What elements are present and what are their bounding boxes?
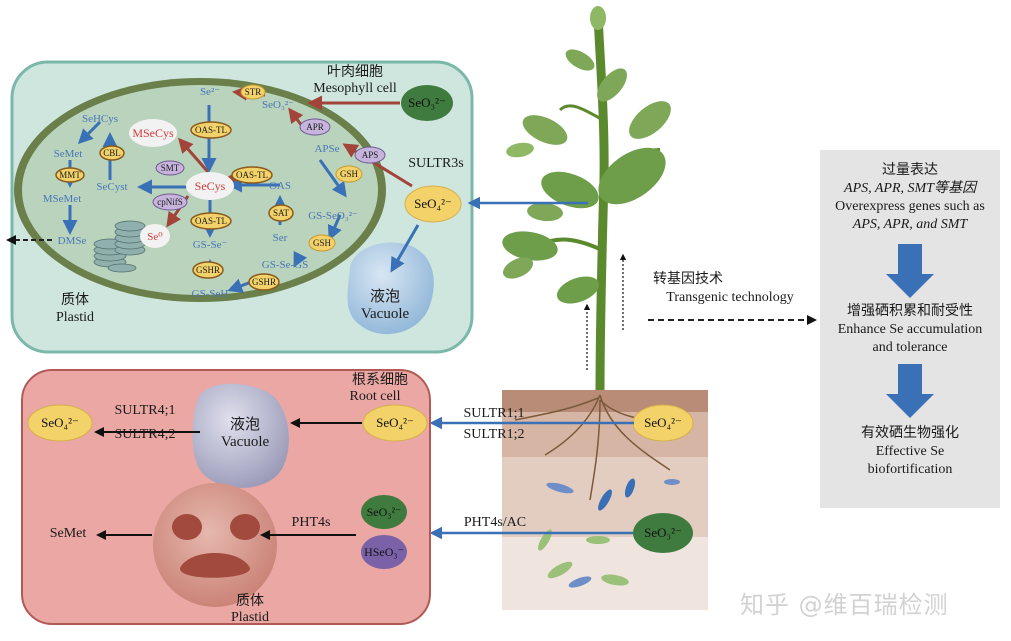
panel-step3-cn: 有效硒生物强化: [861, 426, 959, 441]
sat-label: SAT: [273, 208, 290, 218]
gs-seo3-label: GS-SeO₃²⁻: [308, 210, 358, 222]
ser-label: Ser: [273, 232, 288, 244]
semet-label: SeMet: [54, 148, 83, 160]
oas-label: OAS: [269, 180, 291, 192]
root-vacuole-cn: 液泡: [229, 417, 260, 433]
aps-label: APS: [362, 150, 379, 160]
msecys-bubble: [129, 119, 177, 147]
panel-step1-cn: 过量表达: [882, 163, 938, 178]
root-plastid-cn: 质体: [236, 594, 264, 609]
panel-arrow-2: [886, 364, 934, 418]
oastl2-label: OAS-TL: [236, 170, 268, 180]
selenite-label: SeO₃²⁻: [408, 95, 446, 110]
root-selenate-in: [362, 404, 428, 442]
enzyme-labels: STR APR APS GSH GSH GSHR GSHR OAS-TL OAS…: [59, 87, 378, 287]
gshr1-label: GSHR: [196, 265, 220, 275]
root-hseo3-label: HSeO₃⁻: [364, 545, 404, 559]
panel-step2-cn: 增强硒积累和耐受性: [847, 304, 973, 319]
selenite-ellipse: [401, 85, 453, 121]
sultr1-2-label: SULTR1;2: [463, 427, 525, 442]
selenate-label: SeO₄²⁻: [414, 196, 452, 211]
panel-step1-genes: APS, APR, SMT等基因: [844, 181, 976, 196]
gs-se-label: GS-Se⁻: [193, 239, 228, 251]
vacuole-label-en: Vacuole: [360, 306, 410, 322]
seo3-internal-label: SeO₃²⁻: [262, 99, 294, 111]
secys-bubble: [186, 172, 234, 200]
sultr4-1-label: SULTR4;1: [114, 403, 176, 418]
sultr4-2-label: SULTR4;2: [114, 427, 176, 442]
watermark: 知乎 @维百瑞检测: [740, 591, 949, 619]
cbl-label: CBL: [103, 148, 121, 158]
se0-label: Se⁰: [147, 231, 163, 243]
cpnifs-label: cpNifS: [157, 197, 183, 207]
mmt-label: MMT: [59, 170, 81, 180]
soil-selenite: [633, 513, 693, 553]
root-vacuole: [192, 383, 289, 488]
se2-label: Se²⁻: [200, 86, 220, 98]
se0-bubble: [140, 224, 170, 248]
root-title-cn: 根系细胞: [352, 373, 408, 388]
panel-step2-en-a: Enhance Se accumulation: [837, 322, 983, 337]
root-selenate-out-label: SeO₄²⁻: [41, 415, 79, 430]
str-label: STR: [245, 87, 262, 97]
vacuole-label-cn: 液泡: [369, 289, 400, 305]
gsh2-label: GSH: [313, 238, 332, 248]
transgenic-label-en: Transgenic technology: [666, 290, 794, 305]
smt-label: SMT: [161, 163, 180, 173]
selenate-ellipse: [404, 185, 462, 223]
thylakoid-stacks: [93, 220, 146, 273]
plastid-label-cn: 质体: [61, 293, 89, 308]
root-selenite-label: SeO₃²⁻: [367, 505, 402, 519]
msecys-label: MSeCys: [132, 126, 174, 140]
plant: [502, 6, 671, 400]
root-title-en: Root cell: [349, 389, 401, 404]
gshr2-label: GSHR: [252, 277, 276, 287]
blue-arrows: [62, 105, 420, 293]
sultr1-1-label: SULTR1;1: [463, 406, 525, 421]
panel-step3-en-b: biofortification: [867, 462, 953, 477]
root-semet-label: SeMet: [49, 526, 87, 541]
plastid-label-en: Plastid: [55, 310, 95, 325]
mesophyll-title-en: Mesophyll cell: [313, 81, 397, 96]
oastl3-label: OAS-TL: [195, 216, 227, 226]
enzyme-ovals: [55, 84, 386, 291]
panel-step1-en-a: Overexpress genes such as: [835, 199, 985, 214]
root-selenite: [361, 495, 407, 529]
soil-selenite-label: SeO₃²⁻: [644, 525, 682, 540]
root-selenate-out: [27, 404, 93, 442]
gs-se-gs-label: GS-Se-GS: [262, 259, 308, 271]
gsh1-label: GSH: [340, 169, 359, 179]
metabolite-labels: Se²⁻ SeO₃²⁻ APSe GS-SeO₃²⁻ GS-Se-GS GS-S…: [43, 86, 358, 300]
panel-step1-en-b: APS, APR, and SMT: [852, 217, 968, 232]
msemet-label: MSeMet: [43, 193, 82, 205]
root-vacuole-en: Vacuole: [220, 434, 270, 450]
sultr3s-label: SULTR3s: [408, 156, 464, 171]
panel-step3-en-a: Effective Se: [875, 444, 945, 459]
sehcys-label: SeHCys: [82, 113, 118, 125]
transgenic-label-cn: 转基因技术: [653, 272, 723, 287]
apse-label: APSe: [314, 143, 339, 155]
root-hydrogen-selenite: [361, 535, 407, 569]
transgenic-outcome-panel: 过量表达 APS, APR, SMT等基因 Overexpress genes …: [820, 150, 1000, 508]
panel-step2-en-b: and tolerance: [872, 340, 948, 355]
secys-label: SeCys: [195, 179, 226, 193]
mesophyll-title-cn: 叶肉细胞: [327, 65, 383, 80]
root-plastid: [153, 483, 277, 607]
pht4s-ac-label: PHT4s/AC: [463, 515, 527, 530]
secyst-label: SeCyst: [96, 181, 127, 193]
panel-arrow-1: [886, 244, 934, 298]
dmse-label: DMSe: [58, 235, 87, 247]
mesophyll-vacuole: [347, 242, 434, 335]
root-plastid-en: Plastid: [230, 610, 270, 625]
oastl1-label: OAS-TL: [195, 125, 227, 135]
root-selenate-in-label: SeO₄²⁻: [376, 415, 414, 430]
soil-selenate-label: SeO₄²⁻: [644, 415, 682, 430]
gs-seh-label: GS-SeH: [192, 288, 229, 300]
pht4s-label: PHT4s: [291, 515, 331, 530]
apr-label: APR: [306, 122, 324, 132]
